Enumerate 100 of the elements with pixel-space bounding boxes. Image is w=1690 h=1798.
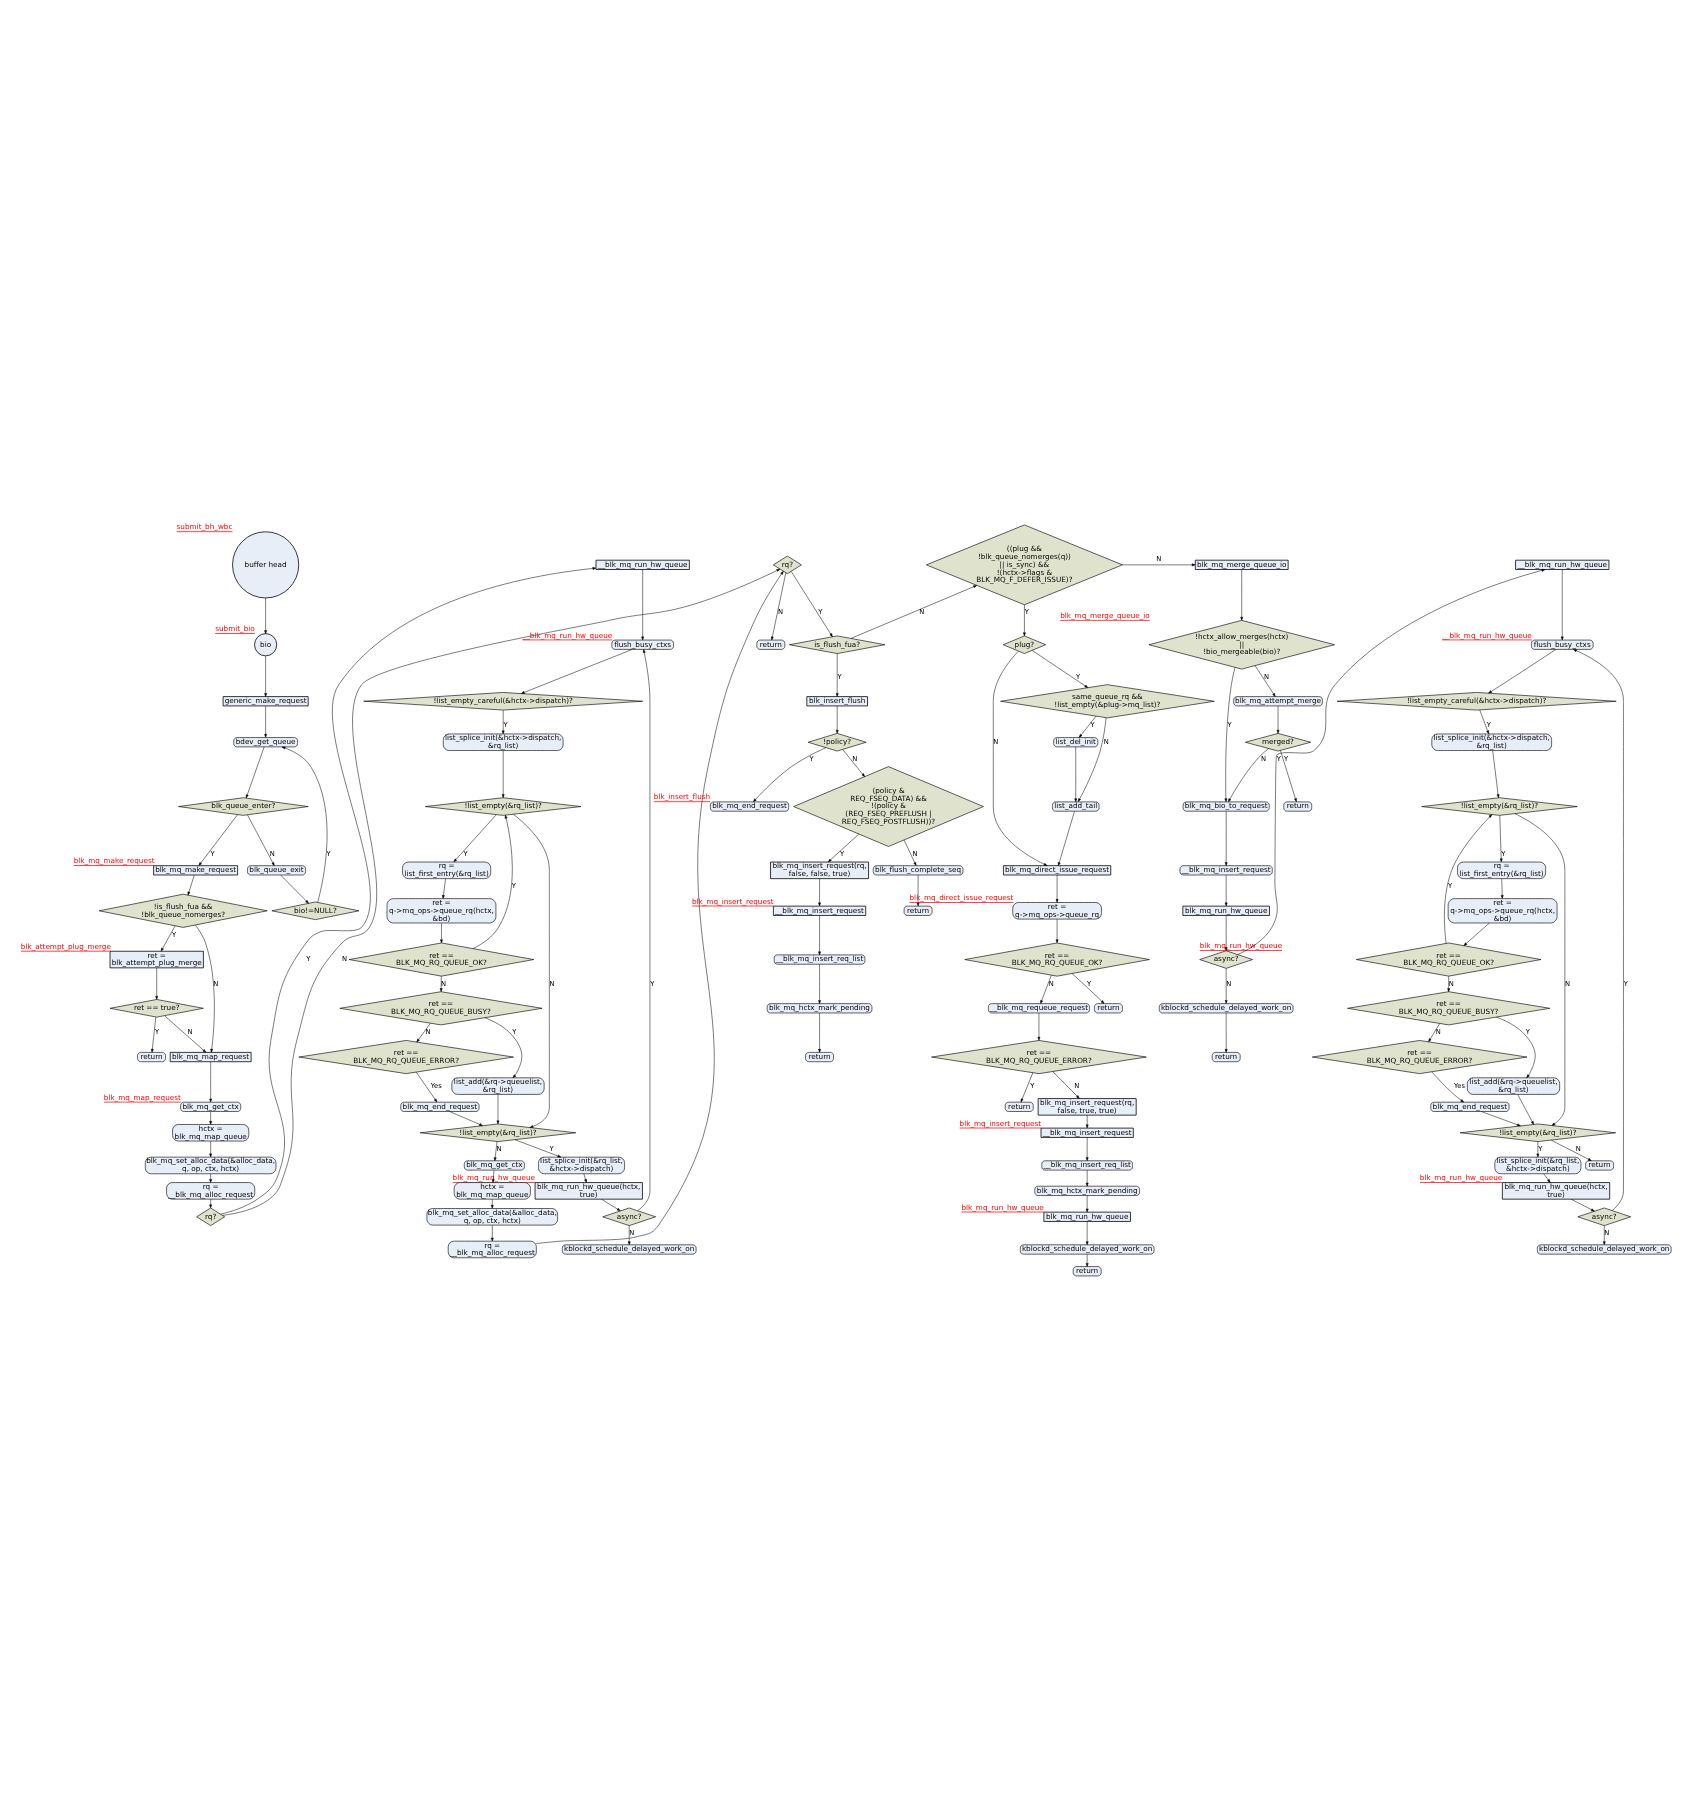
arrow <box>1223 967 1227 1003</box>
arrow <box>827 832 859 862</box>
arrow <box>208 1060 211 1102</box>
arrow <box>626 1224 630 1245</box>
arrow <box>1223 914 1227 950</box>
arrow <box>1223 1011 1227 1052</box>
arrow <box>1430 1070 1464 1102</box>
arrow <box>154 966 158 999</box>
arrow <box>834 652 838 696</box>
arrow <box>582 1172 586 1182</box>
arrow <box>244 745 264 798</box>
arrow <box>186 873 194 895</box>
arrow <box>1498 814 1502 862</box>
arrow <box>520 648 632 693</box>
arrow <box>208 1139 211 1157</box>
arrow <box>513 1138 561 1157</box>
arrow <box>280 745 327 902</box>
arrow <box>194 923 214 1052</box>
arrow <box>1077 714 1096 737</box>
arrow <box>1487 648 1556 693</box>
arrow <box>489 1223 493 1241</box>
arrow <box>1084 1168 1088 1186</box>
arrow <box>492 1140 497 1160</box>
arrow <box>1542 1172 1550 1182</box>
arrow <box>817 963 820 1003</box>
arrow <box>1275 704 1279 733</box>
arrow <box>500 749 504 797</box>
arrow <box>752 746 826 801</box>
arrow <box>1084 1220 1088 1244</box>
arrow <box>1443 813 1492 943</box>
arrow <box>841 748 864 776</box>
arrow <box>512 813 549 1127</box>
arrow <box>1022 603 1025 636</box>
arrow <box>197 813 237 865</box>
arrow <box>441 877 445 898</box>
arrow <box>150 1015 156 1052</box>
arrow <box>1569 1197 1594 1211</box>
arrow <box>246 813 274 865</box>
arrow <box>817 914 820 955</box>
arrow <box>163 1014 206 1052</box>
arrow <box>817 1011 820 1052</box>
arrow <box>1223 666 1235 802</box>
arrow <box>1084 1252 1088 1266</box>
arrow <box>1491 749 1499 797</box>
arrow <box>1056 810 1074 865</box>
arrow <box>600 1198 620 1211</box>
arrow <box>415 1022 430 1042</box>
arrow <box>279 873 308 903</box>
arrow <box>834 704 838 733</box>
arrow <box>1054 873 1058 902</box>
arrow <box>1070 972 1104 1003</box>
arrow <box>263 704 266 737</box>
arrow <box>1253 664 1275 696</box>
arrow <box>1279 749 1296 801</box>
arrow <box>439 921 442 943</box>
arrow <box>1036 1011 1040 1040</box>
arrow <box>1030 649 1088 687</box>
arrow <box>1559 568 1563 640</box>
arrow <box>1121 562 1195 566</box>
arrow <box>915 873 919 906</box>
arrow <box>208 1198 211 1208</box>
arrow <box>415 1070 437 1102</box>
arrow <box>902 838 916 865</box>
arrow <box>1516 1093 1533 1124</box>
arrow <box>263 654 266 696</box>
arrow <box>992 649 1047 865</box>
arrow <box>1601 1224 1605 1245</box>
arrow <box>1054 917 1058 943</box>
arrow <box>159 924 175 951</box>
arrow <box>452 813 496 862</box>
arrow <box>1499 877 1503 898</box>
arrow <box>1495 1015 1535 1077</box>
arrow <box>1084 1136 1088 1160</box>
arrow <box>1223 810 1227 865</box>
arrow <box>849 584 976 638</box>
arrow <box>1239 568 1243 620</box>
arrow <box>1478 708 1488 734</box>
arrow <box>1462 921 1489 945</box>
arrow <box>208 1110 211 1124</box>
arrow <box>448 1110 482 1125</box>
arrow <box>490 1168 494 1182</box>
arrow <box>1073 745 1077 802</box>
arrow <box>489 1198 493 1208</box>
arrow <box>495 1093 499 1124</box>
arrow <box>1446 974 1449 991</box>
arrow <box>1084 1194 1088 1212</box>
arrow <box>1513 812 1565 1125</box>
arrow <box>1427 1022 1439 1042</box>
arrow <box>1223 873 1227 906</box>
arrow <box>636 648 650 1210</box>
arrow <box>1480 1110 1520 1126</box>
arrow <box>1039 973 1051 1003</box>
arrow <box>1084 1114 1088 1128</box>
arrow <box>471 813 512 948</box>
arrow <box>1076 716 1106 801</box>
arrow <box>483 1016 522 1077</box>
arrow <box>438 974 442 991</box>
arrow <box>1572 648 1623 1210</box>
arrow <box>500 709 504 734</box>
arrow <box>790 570 832 636</box>
